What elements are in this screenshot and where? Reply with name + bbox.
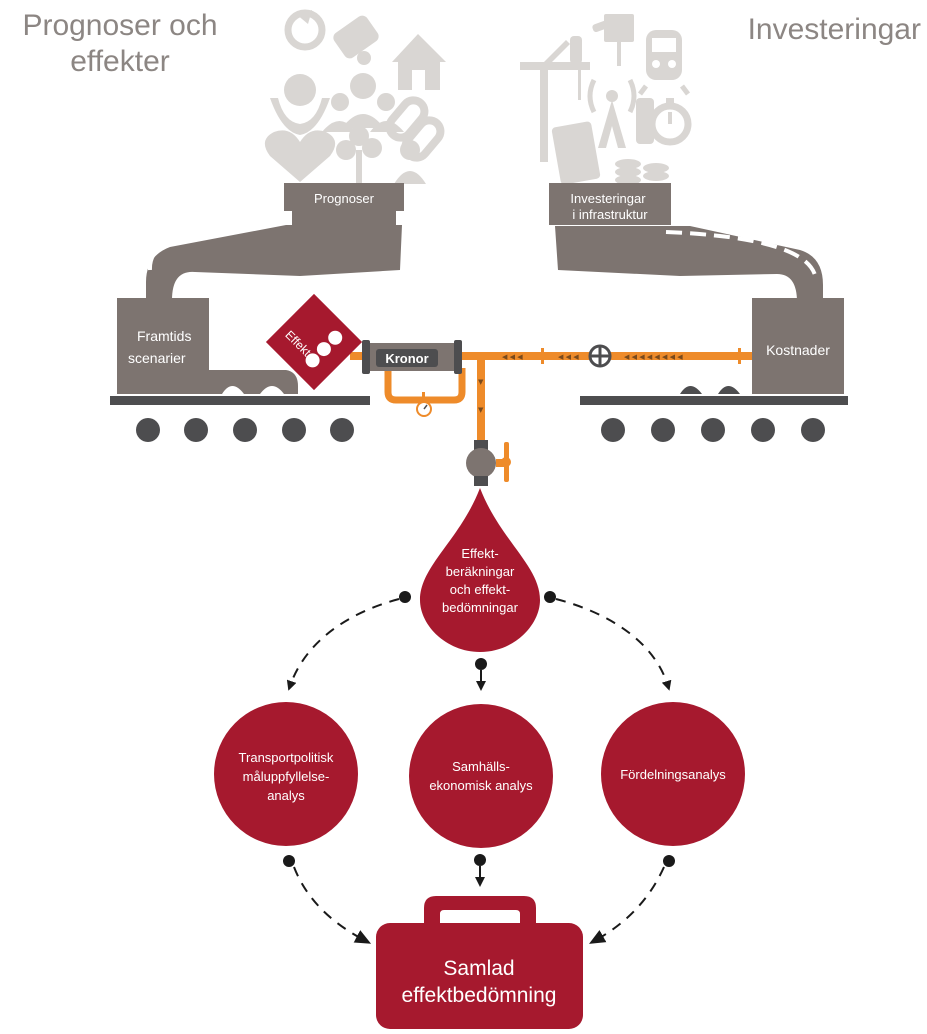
title-left-line1: Prognoser och bbox=[22, 9, 218, 42]
svg-text:▼: ▼ bbox=[478, 378, 484, 386]
coins-icon bbox=[615, 159, 669, 185]
crane-icon bbox=[520, 40, 590, 162]
analysis-left-line1: Transportpolitisk bbox=[239, 750, 334, 765]
left-hopper-label: Prognoser bbox=[314, 191, 375, 206]
analysis-left-line2: måluppfyllelse- bbox=[243, 769, 330, 784]
result-label-line2: effektbedömning bbox=[402, 984, 557, 1007]
title-investments: Investeringar bbox=[747, 13, 921, 46]
pressure-gauge-icon bbox=[416, 392, 432, 417]
svg-text:◀ ◀ ◀: ◀ ◀ ◀ bbox=[502, 353, 523, 361]
analysis-left-line3: analys bbox=[267, 788, 305, 803]
left-wagon bbox=[110, 298, 370, 442]
left-wagon-label-line2: scenarier bbox=[128, 350, 186, 366]
title-left-line2: effekter bbox=[70, 45, 170, 78]
drop-label-line2: beräkningar bbox=[446, 564, 515, 579]
left-wagon-label-line1: Framtids bbox=[137, 328, 191, 344]
drop-to-analyses-arrows bbox=[286, 591, 672, 691]
right-wagon-label: Kostnader bbox=[766, 342, 830, 358]
socioeconomic-analysis-circle bbox=[409, 704, 553, 848]
briefcase-result bbox=[376, 896, 583, 1029]
locomotive-icon bbox=[638, 30, 690, 96]
right-hopper-label-line1: Investeringar bbox=[570, 191, 646, 206]
diploma-icon bbox=[333, 15, 379, 65]
title-prognoses-and-effects: Prognoser och effekter bbox=[10, 8, 230, 80]
right-hopper bbox=[549, 183, 823, 302]
left-hopper bbox=[146, 183, 404, 300]
svg-text:◀ ◀ ◀: ◀ ◀ ◀ bbox=[558, 353, 579, 361]
effect-dot-icon bbox=[328, 330, 343, 345]
drop-label-line3: och effekt- bbox=[450, 582, 510, 597]
traffic-light-icon bbox=[636, 98, 654, 144]
recycle-icon bbox=[284, 9, 326, 51]
analysis-right-label: Fördelningsanalys bbox=[620, 767, 726, 782]
tree-icon bbox=[336, 126, 382, 184]
converter-label: Kronor bbox=[385, 351, 428, 366]
transport-policy-analysis-circle bbox=[214, 702, 358, 846]
person-icon bbox=[394, 140, 426, 184]
svg-text:▼: ▼ bbox=[478, 406, 484, 414]
svg-text:◀ ◀ ◀ ◀ ◀ ◀ ◀ ◀: ◀ ◀ ◀ ◀ ◀ ◀ ◀ ◀ bbox=[624, 353, 683, 361]
left-icon-cloud bbox=[264, 9, 446, 184]
outlet-valve-icon bbox=[466, 440, 511, 486]
drop-label-line4: bedömningar bbox=[442, 600, 519, 615]
drop-label-line1: Effekt- bbox=[461, 546, 498, 561]
sign-icon bbox=[604, 14, 634, 66]
result-label-line1: Samlad bbox=[443, 957, 514, 980]
analysis-middle-line2: ekonomisk analys bbox=[429, 778, 533, 793]
stopwatch-icon bbox=[648, 98, 692, 146]
calculator-icon bbox=[551, 121, 601, 185]
right-icon-cloud bbox=[520, 14, 692, 185]
right-wagon bbox=[580, 298, 848, 442]
effekter-box bbox=[265, 293, 363, 391]
kronor-converter bbox=[362, 340, 462, 374]
distribution-analysis-circle bbox=[601, 702, 745, 846]
right-hopper-label-line2: i infrastruktur bbox=[572, 207, 648, 222]
flow-wheel-valve-icon bbox=[588, 344, 612, 368]
heart-pulse-icon bbox=[264, 130, 336, 182]
analyses-to-result-arrows bbox=[283, 854, 675, 944]
effect-calculation-drop bbox=[420, 488, 540, 652]
globe-in-hands-icon bbox=[270, 74, 330, 135]
radio-tower-icon bbox=[587, 78, 637, 148]
house-icon bbox=[392, 34, 446, 90]
analysis-middle-line1: Samhälls- bbox=[452, 759, 510, 774]
